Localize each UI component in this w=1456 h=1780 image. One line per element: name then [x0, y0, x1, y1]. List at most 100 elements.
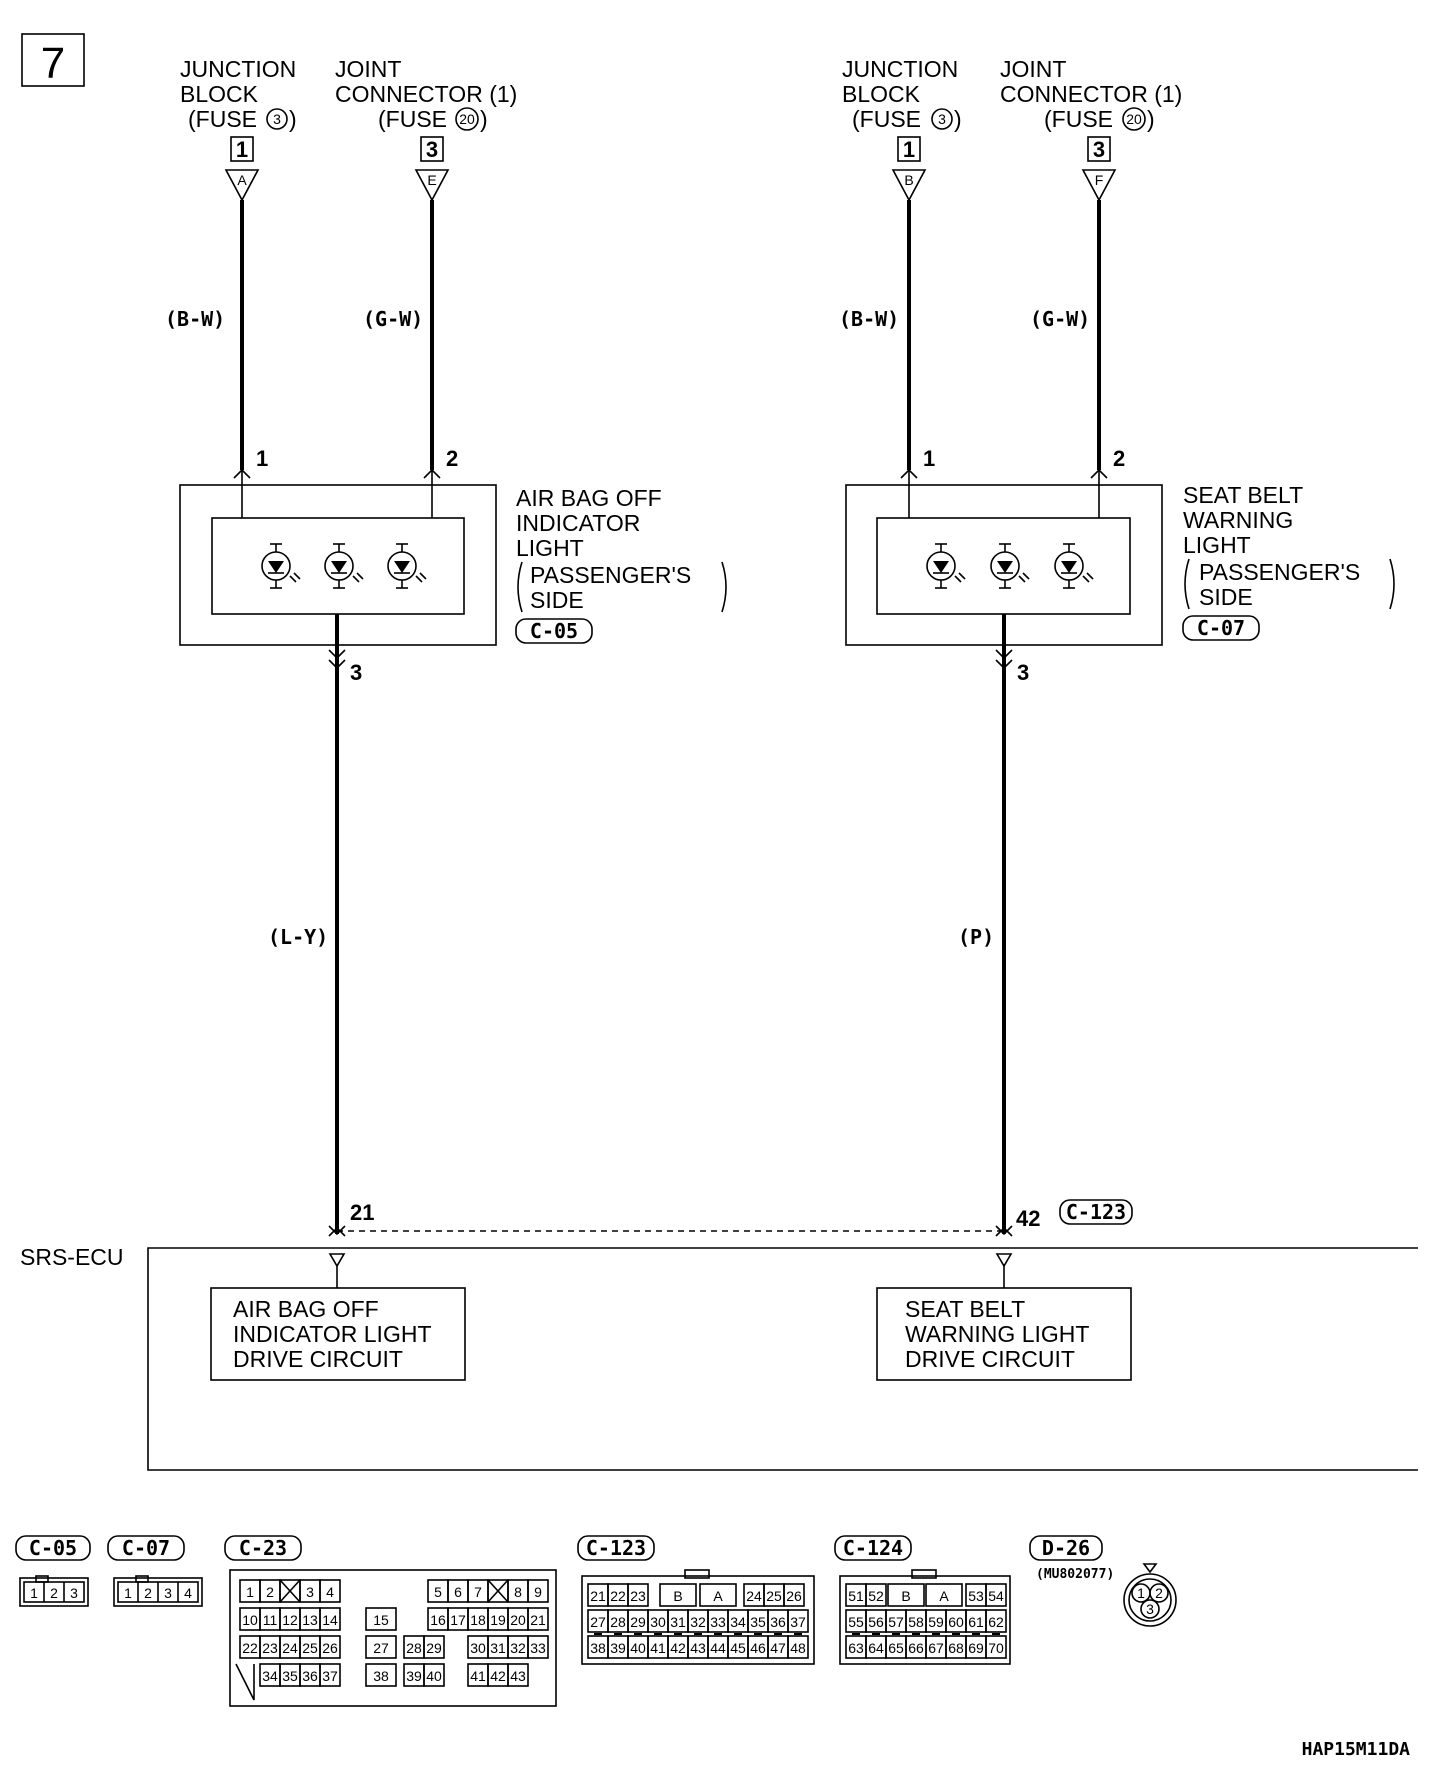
- cavity-label: 38: [373, 1668, 389, 1684]
- svg-text:LIGHT: LIGHT: [1183, 532, 1251, 558]
- srs-ecu: SRS-ECU AIR BAG OFF INDICATOR LIGHT DRIV…: [20, 1244, 1418, 1471]
- cavity-label: 23: [630, 1588, 646, 1604]
- cavity-label: 7: [474, 1584, 482, 1600]
- svg-text:WARNING: WARNING: [1183, 507, 1293, 533]
- left-joint-line3: (FUSE: [378, 106, 447, 132]
- cavity-label: 22: [242, 1640, 258, 1656]
- cavity-label: 31: [490, 1640, 506, 1656]
- c23-cavity: 32: [507, 1635, 529, 1659]
- cavity-label: 36: [302, 1668, 318, 1684]
- c123-cavity: 48: [787, 1635, 809, 1659]
- cavity-label: 35: [282, 1668, 298, 1684]
- left-junction-terminal: 1 A: [224, 136, 260, 202]
- svg-text:1: 1: [1137, 1585, 1145, 1601]
- c23-cavity: 40: [423, 1663, 445, 1687]
- cavity-label: 37: [790, 1614, 806, 1630]
- cavity-label: 30: [470, 1640, 486, 1656]
- cavity-label: 28: [406, 1640, 422, 1656]
- figure-code: HAP15M11DA: [1302, 1739, 1411, 1760]
- cavity-label: 36: [770, 1614, 786, 1630]
- left-joint-close: ): [480, 106, 488, 132]
- cavity-label: 24: [746, 1588, 762, 1604]
- c123-cavity: 22: [607, 1583, 629, 1607]
- svg-text:1: 1: [903, 137, 915, 162]
- cavity-label: 19: [490, 1612, 506, 1628]
- cavity-label: 1: [246, 1584, 254, 1600]
- c23-cavity: 10: [239, 1607, 261, 1631]
- page-number: 7: [41, 39, 65, 88]
- c123-cavity: 30: [647, 1609, 669, 1633]
- c123-cavity: 44: [707, 1635, 729, 1659]
- svg-text:A: A: [237, 172, 247, 188]
- cavity-label: 22: [610, 1588, 626, 1604]
- cavity-label: 33: [710, 1614, 726, 1630]
- c123-cavity: 34: [727, 1609, 749, 1633]
- c23-cavity: 43: [507, 1663, 529, 1687]
- left-pin-1: 1: [256, 446, 268, 471]
- c123-cavity: A: [699, 1583, 737, 1607]
- right-device-label: SEAT BELT WARNING LIGHT PASSENGER'S SIDE…: [1182, 482, 1395, 641]
- left-led-2-icon: [324, 543, 364, 589]
- svg-text:C-05: C-05: [29, 1536, 77, 1560]
- c124-cavity: A: [925, 1583, 963, 1607]
- c23-cavity: 19: [487, 1607, 509, 1631]
- svg-text:WARNING LIGHT: WARNING LIGHT: [905, 1321, 1089, 1347]
- cavity-label: 17: [450, 1612, 466, 1628]
- svg-text:(G-W): (G-W): [1030, 307, 1090, 331]
- svg-text:INDICATOR LIGHT: INDICATOR LIGHT: [233, 1321, 432, 1347]
- c23-cavity: 35: [279, 1663, 301, 1687]
- c123-cavity: 37: [787, 1609, 809, 1633]
- svg-text:3: 3: [938, 111, 946, 127]
- svg-text:1: 1: [236, 137, 248, 162]
- svg-text:C-123: C-123: [586, 1536, 646, 1560]
- svg-text:PASSENGER'S: PASSENGER'S: [1199, 559, 1360, 585]
- cavity-label: 59: [928, 1614, 944, 1630]
- cavity-label: 46: [750, 1640, 766, 1656]
- c23-cavity: 3: [299, 1579, 321, 1603]
- c23-cavity: 15: [365, 1607, 397, 1631]
- cavity-label: 6: [454, 1584, 462, 1600]
- c23-cavity: 31: [487, 1635, 509, 1659]
- left-drive-circuit: [210, 1287, 466, 1381]
- left-device-connector-tag: C-05: [530, 619, 578, 643]
- c23-cavity: 38: [365, 1663, 397, 1687]
- c23-cavity: 41: [467, 1663, 489, 1687]
- cavity-label: 26: [322, 1640, 338, 1656]
- right-junction-terminal: 1 B: [891, 136, 927, 202]
- svg-text:BLOCK: BLOCK: [842, 81, 921, 107]
- left-pin-2: 2: [446, 446, 458, 471]
- cavity-label: 24: [282, 1640, 298, 1656]
- c23-cavity: 36: [299, 1663, 321, 1687]
- right-led-1-icon: [926, 543, 966, 589]
- svg-text:(FUSE: (FUSE: [852, 106, 921, 132]
- c124-cavity: 57: [885, 1609, 907, 1633]
- c23-cavity: 7: [467, 1579, 489, 1603]
- svg-text:DRIVE CIRCUIT: DRIVE CIRCUIT: [233, 1346, 403, 1372]
- right-device-connector-tag: C-07: [1197, 616, 1245, 640]
- connector-views: C-05 1 2 3 C-07 1 2 3 4: [15, 1535, 1177, 1707]
- c123-cavity: 27: [587, 1609, 609, 1633]
- cavity-label: 2: [266, 1584, 274, 1600]
- c23-cavity: 2: [259, 1579, 281, 1603]
- cavity-label: 57: [888, 1614, 904, 1630]
- svg-text:): ): [954, 106, 962, 132]
- c123-cavity: 26: [783, 1583, 805, 1607]
- c23-cavity: 34: [259, 1663, 281, 1687]
- ecu-connector-tag: C-123: [1066, 1200, 1126, 1224]
- svg-text:INDICATOR: INDICATOR: [516, 510, 640, 536]
- cavity-label: 47: [770, 1640, 786, 1656]
- svg-text:E: E: [427, 172, 436, 188]
- cavity-label: 61: [968, 1614, 984, 1630]
- c123-cavity: 35: [747, 1609, 769, 1633]
- connector-d26: D-26 (MU802077) 1 2 3: [1029, 1535, 1177, 1627]
- c124-cavity: 70: [985, 1635, 1007, 1659]
- cavity-label: 21: [530, 1612, 546, 1628]
- left-wire-gw-label: (G-W): [363, 307, 423, 331]
- cavity-label: 45: [730, 1640, 746, 1656]
- c124-cavity: 60: [945, 1609, 967, 1633]
- cavity-label: 25: [302, 1640, 318, 1656]
- cavity-label: 62: [988, 1614, 1004, 1630]
- cavity-label: 48: [790, 1640, 806, 1656]
